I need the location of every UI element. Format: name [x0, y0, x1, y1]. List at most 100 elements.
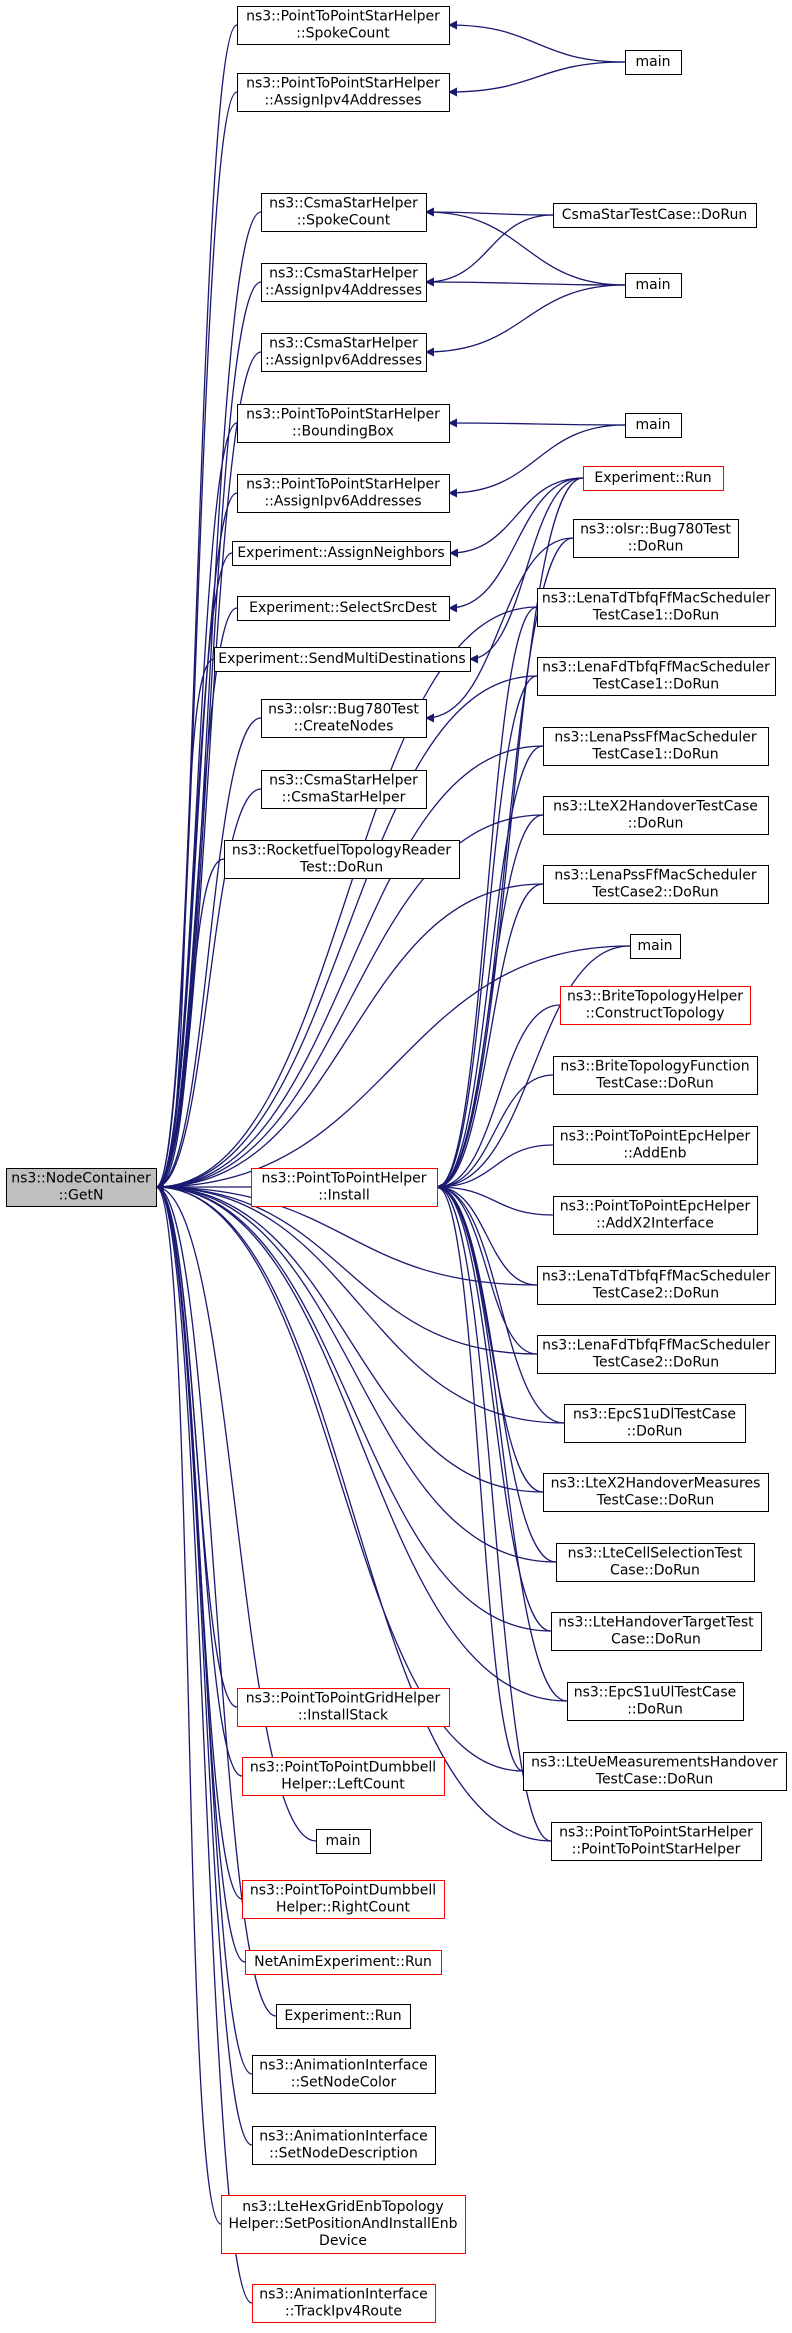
node-main_1[interactable]: main — [625, 50, 682, 75]
node-box — [553, 203, 757, 228]
node-box — [261, 770, 427, 809]
node-label: ::DoRun — [627, 1424, 683, 1440]
edge-main_1-to-p2pstar_spoke — [448, 20, 626, 63]
node-p2pstar_spoke[interactable]: ns3::PointToPointStarHelper::SpokeCount — [237, 6, 450, 45]
edge-epc_addenb-to-p2p_install — [436, 1144, 554, 1192]
node-csma_spoke[interactable]: ns3::CsmaStarHelper::SpokeCount — [261, 193, 427, 232]
node-label: Experiment::Run — [594, 470, 711, 486]
node-x2_meas[interactable]: ns3::LteX2HandoverMeasuresTestCase::DoRu… — [543, 1473, 769, 1512]
node-epc_addenb[interactable]: ns3::PointToPointEpcHelper::AddEnb — [553, 1126, 758, 1165]
node-label: ns3::PointToPointDumbbell — [250, 1760, 436, 1776]
node-ue_meas[interactable]: ns3::LteUeMeasurementsHandoverTestCase::… — [523, 1752, 787, 1791]
node-pss_tc2[interactable]: ns3::LenaPssFfMacSchedulerTestCase2::DoR… — [543, 865, 769, 904]
node-box — [551, 1822, 762, 1861]
node-label: ns3::PointToPointStarHelper — [246, 407, 440, 423]
node-label: ns3::PointToPointStarHelper — [246, 76, 440, 92]
edge-csma_assign6-to-root — [155, 351, 262, 1192]
edge-exp_multi-to-root — [155, 658, 215, 1192]
node-olsr_create[interactable]: ns3::olsr::Bug780Test::CreateNodes — [261, 699, 427, 738]
edge-rocketfuel-to-root — [155, 858, 225, 1192]
node-box — [630, 934, 681, 959]
node-epc_addx2[interactable]: ns3::PointToPointEpcHelper::AddX2Interfa… — [553, 1196, 758, 1235]
node-x2_test[interactable]: ns3::LteX2HandoverTestCase::DoRun — [543, 796, 769, 835]
node-label: ns3::BriteTopologyHelper — [567, 989, 743, 1005]
node-csma_assign4[interactable]: ns3::CsmaStarHelper::AssignIpv4Addresses — [261, 263, 427, 302]
node-p2pstar_bbox[interactable]: ns3::PointToPointStarHelper::BoundingBox — [237, 404, 450, 443]
edge-exp_run-to-exp_neighbors — [449, 477, 584, 558]
node-brite_test[interactable]: ns3::BriteTopologyFunctionTestCase::DoRu… — [553, 1056, 758, 1095]
node-anim_track[interactable]: ns3::AnimationInterface::TrackIpv4Route — [252, 2284, 436, 2323]
edge-td_tc2-to-root — [155, 1182, 538, 1286]
node-exp_srcdest[interactable]: Experiment::SelectSrcDest — [237, 596, 450, 621]
node-box — [237, 404, 450, 443]
node-box — [252, 2126, 436, 2165]
node-box — [232, 541, 451, 566]
node-td_tc2[interactable]: ns3::LenaTdTbfqFfMacSchedulerTestCase2::… — [537, 1266, 776, 1305]
node-label: Test::DoRun — [299, 860, 383, 876]
node-box — [537, 657, 776, 696]
node-box — [261, 699, 427, 738]
node-label: Case::DoRun — [610, 1563, 700, 1579]
node-label: ns3::PointToPointDumbbell — [250, 1883, 436, 1899]
edge-csma_test-to-csma_assign4 — [425, 214, 554, 287]
edge-fd_tc1-to-root — [155, 675, 538, 1192]
node-exp_neighbors[interactable]: Experiment::AssignNeighbors — [232, 541, 451, 566]
node-label: ::AddEnb — [623, 1146, 686, 1162]
node-label: ::PointToPointStarHelper — [572, 1842, 741, 1858]
node-label: TestCase1::DoRun — [591, 747, 718, 763]
node-box — [237, 1688, 450, 1727]
node-p2p_install[interactable]: ns3::PointToPointHelper::Install — [251, 1168, 438, 1207]
node-label: ::TrackIpv4Route — [285, 2304, 402, 2320]
node-exp_multi[interactable]: Experiment::SendMultiDestinations — [214, 647, 471, 672]
node-p2pstar_assign4[interactable]: ns3::PointToPointStarHelper::AssignIpv4A… — [237, 73, 450, 112]
node-pss_tc1[interactable]: ns3::LenaPssFfMacSchedulerTestCase1::DoR… — [543, 727, 769, 766]
node-anim_desc[interactable]: ns3::AnimationInterface::SetNodeDescript… — [252, 2126, 436, 2165]
node-dumbbell_right[interactable]: ns3::PointToPointDumbbellHelper::RightCo… — [242, 1880, 445, 1919]
node-label: ns3::LteX2HandoverMeasures — [551, 1476, 761, 1492]
node-main_mid[interactable]: main — [316, 1829, 371, 1854]
node-epc_dl[interactable]: ns3::EpcS1uDlTestCase::DoRun — [564, 1404, 746, 1443]
edge-fd_tc2-to-root — [155, 1182, 538, 1355]
node-p2pstar_ctor[interactable]: ns3::PointToPointStarHelper::PointToPoin… — [551, 1822, 762, 1861]
node-csma_ctor[interactable]: ns3::CsmaStarHelper::CsmaStarHelper — [261, 770, 427, 809]
node-box — [523, 1752, 787, 1791]
node-exp_run2[interactable]: Experiment::Run — [276, 2004, 411, 2029]
node-main_3[interactable]: main — [625, 413, 682, 438]
node-root[interactable]: ns3::NodeContainer::GetN — [6, 1168, 157, 1207]
node-lte_hex[interactable]: ns3::LteHexGridEnbTopologyHelper::SetPos… — [221, 2195, 466, 2254]
edge-layer — [155, 20, 631, 2304]
node-box — [224, 840, 460, 879]
edge-pss_tc2-to-p2p_install — [436, 883, 544, 1192]
node-grid_install[interactable]: ns3::PointToPointGridHelper::InstallStac… — [237, 1688, 450, 1727]
node-main_2[interactable]: main — [625, 273, 682, 298]
node-fd_tc2[interactable]: ns3::LenaFdTbfqFfMacSchedulerTestCase2::… — [537, 1335, 776, 1374]
node-label: ns3::EpcS1uDlTestCase — [573, 1407, 736, 1423]
node-fd_tc1[interactable]: ns3::LenaFdTbfqFfMacSchedulerTestCase1::… — [537, 657, 776, 696]
node-netanim_run[interactable]: NetAnimExperiment::Run — [245, 1950, 442, 1975]
node-box — [553, 1126, 758, 1165]
node-csma_test[interactable]: CsmaStarTestCase::DoRun — [553, 203, 757, 228]
node-main_4[interactable]: main — [630, 934, 681, 959]
edge-brite_helper-to-p2p_install — [436, 1004, 561, 1192]
node-box — [537, 1335, 776, 1374]
node-label: ::SpokeCount — [296, 26, 390, 42]
node-csma_assign6[interactable]: ns3::CsmaStarHelper::AssignIpv6Addresses — [261, 333, 427, 372]
node-exp_run[interactable]: Experiment::Run — [583, 466, 724, 491]
node-label: TestCase1::DoRun — [592, 608, 719, 624]
node-label: TestCase::DoRun — [595, 1076, 713, 1092]
node-epc_ul[interactable]: ns3::EpcS1uUlTestCase::DoRun — [567, 1682, 744, 1721]
node-label: TestCase2::DoRun — [591, 885, 718, 901]
edge-epc_dl-to-root — [155, 1182, 565, 1424]
node-td_tc1[interactable]: ns3::LenaTdTbfqFfMacSchedulerTestCase1::… — [537, 588, 776, 627]
node-anim_color[interactable]: ns3::AnimationInterface::SetNodeColor — [252, 2055, 436, 2094]
node-box — [237, 596, 450, 621]
node-olsr_dorun[interactable]: ns3::olsr::Bug780Test::DoRun — [573, 519, 739, 558]
node-label: ::AssignIpv4Addresses — [264, 93, 421, 109]
edge-cell_sel-to-p2p_install — [436, 1182, 557, 1563]
node-brite_helper[interactable]: ns3::BriteTopologyHelper::ConstructTopol… — [560, 986, 751, 1025]
node-dumbbell_left[interactable]: ns3::PointToPointDumbbellHelper::LeftCou… — [242, 1757, 445, 1796]
node-p2pstar_assign6[interactable]: ns3::PointToPointStarHelper::AssignIpv6A… — [237, 474, 450, 513]
